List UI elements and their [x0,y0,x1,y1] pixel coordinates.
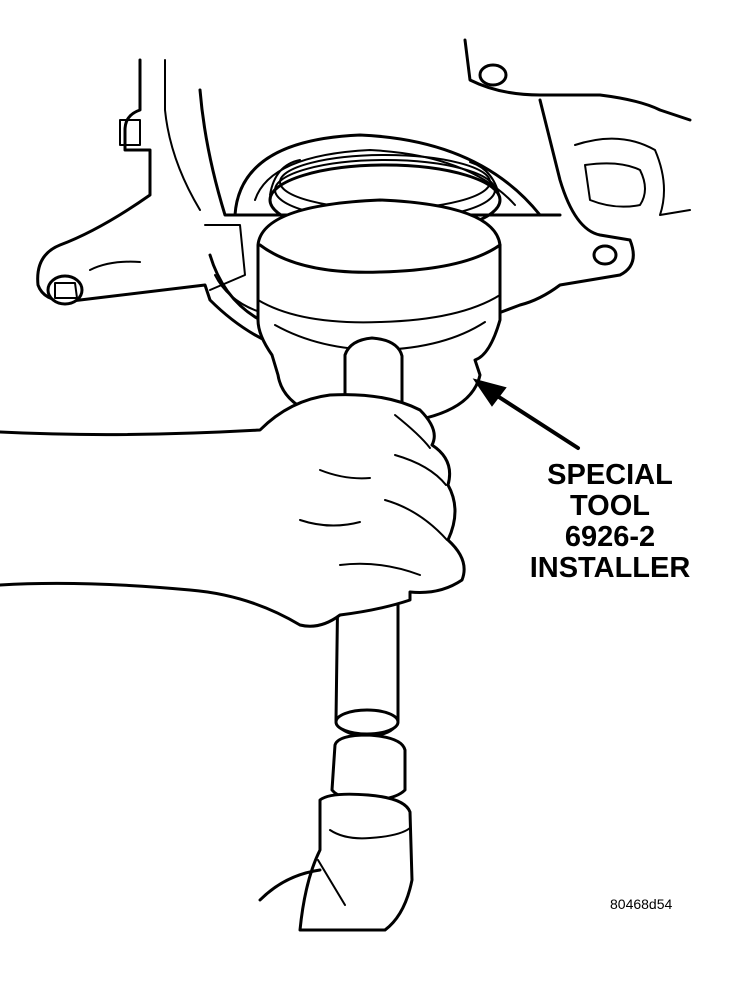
hand [0,393,466,628]
callout-line-4: INSTALLER [529,552,691,584]
engine-housing [36,38,692,347]
callout-arrow [472,378,580,450]
figure-id: 80468d54 [610,896,673,912]
callout-line-3: 6926-2 [564,521,656,553]
arrowhead-icon [472,378,507,407]
installer-tool [256,198,502,427]
callout-line-1: SPECIAL [547,459,673,491]
tool-callout-label: SPECIAL TOOL 6926-2 INSTALLER [520,460,700,584]
callout-line-2: TOOL [569,490,651,522]
driver-handle [334,336,404,738]
extension-bar [258,733,414,932]
